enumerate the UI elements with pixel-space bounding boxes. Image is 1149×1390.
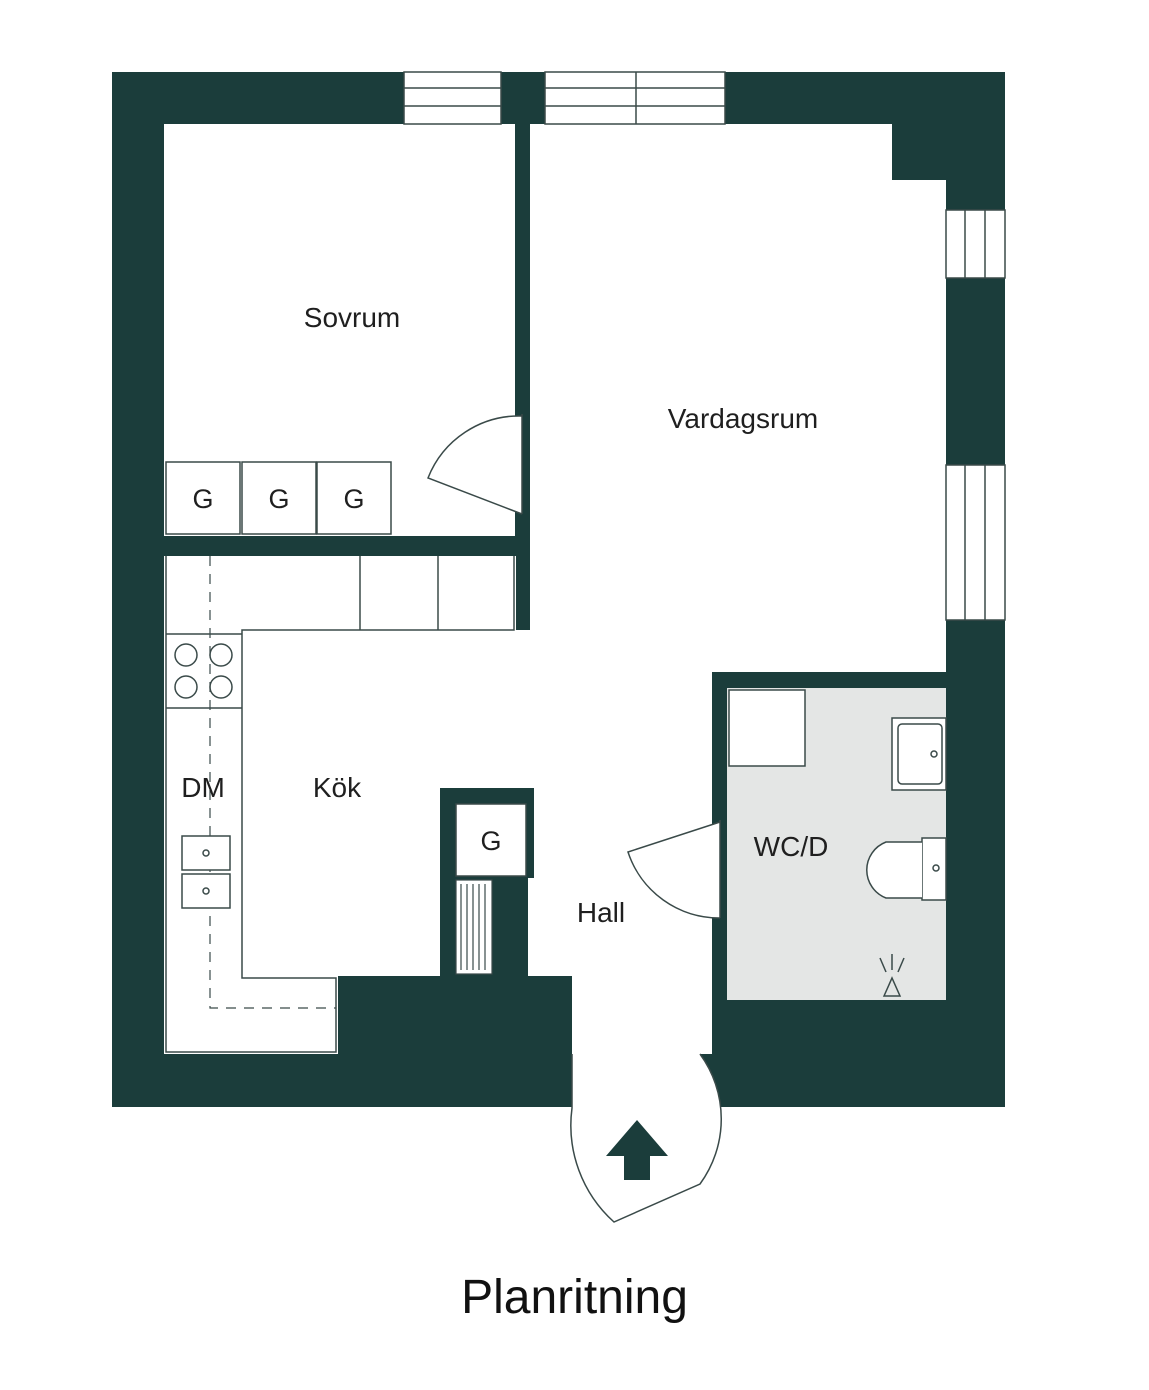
- wardrobe-1: [165, 461, 241, 535]
- stove-burners-icon: [174, 643, 233, 699]
- room-label-kok: Kök: [313, 772, 362, 803]
- window-top-left: [403, 71, 502, 125]
- room-label-dm: DM: [181, 772, 225, 803]
- wardrobe-hall: [455, 803, 527, 877]
- bathroom-wall-top: [712, 672, 946, 688]
- closet-wall-top: [440, 788, 528, 802]
- floor-plan: G G G G: [112, 71, 1006, 1223]
- room-label-sovrum: Sovrum: [304, 302, 400, 333]
- vardagsrum-floor: [528, 124, 946, 1054]
- wardrobe-3: [316, 461, 392, 535]
- plan-title: Planritning: [461, 1271, 688, 1324]
- shoe-rack: [455, 879, 493, 975]
- wall-sovrum-kok: [164, 536, 530, 556]
- wardrobes-sovrum: [165, 461, 392, 535]
- bathroom-wall-bottom: [712, 1000, 1005, 1107]
- wardrobe-label-3: G: [343, 484, 364, 514]
- washing-machine: [728, 689, 806, 767]
- window-right-lower: [945, 464, 1006, 621]
- entrance-arrow-icon: [606, 1120, 668, 1180]
- washbasin-icon: [891, 717, 947, 791]
- door-bathroom: [627, 820, 721, 919]
- room-label-hall: Hall: [577, 897, 625, 928]
- room-label-wcd: WC/D: [754, 831, 829, 862]
- wall-sovrum-vardagsrum: [515, 124, 530, 414]
- closet-wall-left: [440, 788, 454, 976]
- closet-wall-right: [528, 788, 534, 878]
- window-right-upper: [945, 209, 1006, 279]
- sink-icon: [181, 835, 231, 909]
- kok-floor: [164, 556, 528, 1054]
- wall-entry-left-low: [338, 976, 572, 1107]
- shower-drain-icon: [879, 954, 905, 997]
- wardrobe-label-2: G: [268, 484, 289, 514]
- door-sovrum: [427, 414, 523, 515]
- floor-areas: [164, 124, 946, 1076]
- windows: [403, 71, 1006, 621]
- kitchen-counters: [165, 556, 515, 1053]
- wall-kitchen-stub: [516, 556, 530, 630]
- wardrobe-label-hall: G: [480, 826, 501, 856]
- wardrobe-label-1: G: [192, 484, 213, 514]
- wardrobe-2: [241, 461, 317, 535]
- toilet-icon: [866, 837, 947, 901]
- kitchen-upper-cabinets: [209, 556, 336, 1009]
- room-label-vardagsrum: Vardagsrum: [668, 403, 818, 434]
- window-top-middle: [544, 71, 726, 125]
